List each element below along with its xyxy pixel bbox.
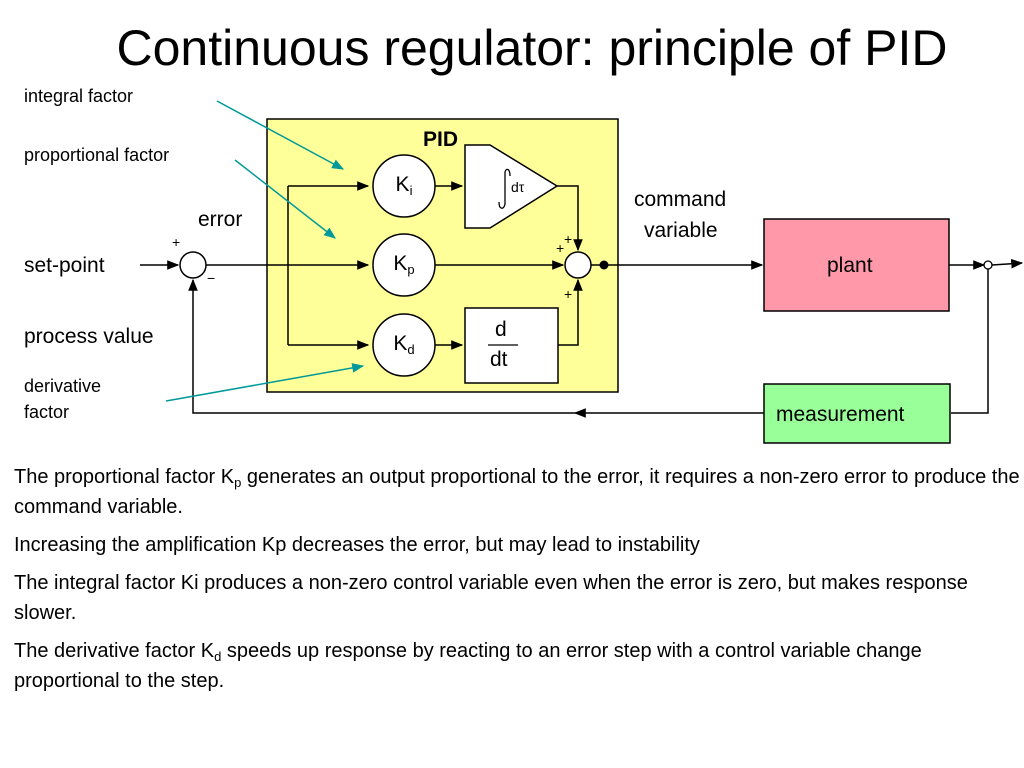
proportional-factor-label: proportional factor bbox=[24, 145, 170, 165]
command-variable-label-line1: command bbox=[634, 188, 727, 211]
integral-sign bbox=[498, 168, 511, 209]
minus-sign-feedback: − bbox=[207, 270, 216, 286]
integral-factor-label: integral factor bbox=[24, 86, 134, 106]
paragraph-amplification: Increasing the amplification Kp decrease… bbox=[14, 534, 700, 556]
pid-label: PID bbox=[423, 128, 459, 151]
differentiator-to-sum bbox=[558, 278, 583, 346]
slide-title: Continuous regulator: principle of PID bbox=[116, 20, 948, 76]
pid-block-diagram bbox=[140, 100, 1024, 444]
measurement-box bbox=[763, 383, 951, 444]
integrator-label: dτ bbox=[511, 179, 525, 195]
plus-sign-integral: + bbox=[564, 231, 573, 247]
integral-pointer-arrow bbox=[216, 100, 345, 170]
measurement-label: measurement bbox=[776, 403, 905, 426]
kp-label: Kp bbox=[393, 252, 415, 277]
command-variable-label-line2: variable bbox=[644, 219, 718, 242]
differentiator-denominator: dt bbox=[490, 348, 508, 371]
pid-box bbox=[266, 118, 619, 393]
set-point-label: set-point bbox=[24, 254, 105, 277]
plus-sign-proportional: + bbox=[556, 240, 565, 256]
feedback-to-measurement bbox=[951, 269, 989, 414]
derivative-factor-label-line2: factor bbox=[24, 402, 70, 422]
derivative-pointer-arrow bbox=[165, 363, 365, 402]
summing-junction-input bbox=[179, 251, 207, 279]
process-value-label: process value bbox=[24, 325, 154, 348]
integrator-to-sum bbox=[557, 185, 583, 252]
explanation-text: The proportional factor Kp generates an … bbox=[14, 462, 1020, 704]
summing-junction-output bbox=[564, 251, 592, 279]
plus-sign-setpoint: + bbox=[172, 234, 181, 250]
paragraph-proportional: The proportional factor Kp generates an … bbox=[14, 466, 1020, 518]
derivative-factor-label-line1: derivative bbox=[24, 376, 102, 396]
plus-sign-derivative: + bbox=[564, 286, 573, 302]
output-node bbox=[983, 260, 993, 270]
proportional-pointer-arrow bbox=[234, 159, 336, 239]
error-label: error bbox=[198, 208, 243, 231]
ki-label: Ki bbox=[395, 173, 413, 198]
differentiator-numerator: d bbox=[495, 318, 507, 341]
paragraph-integral: The integral factor Ki produces a non-ze… bbox=[14, 572, 968, 624]
paragraph-derivative: The derivative factor Kd speeds up respo… bbox=[14, 640, 922, 692]
output-line bbox=[991, 258, 1024, 269]
plant-label: plant bbox=[827, 254, 873, 277]
process-value-line bbox=[188, 278, 575, 414]
kd-label: Kd bbox=[393, 332, 415, 357]
integrator-block bbox=[464, 144, 559, 229]
